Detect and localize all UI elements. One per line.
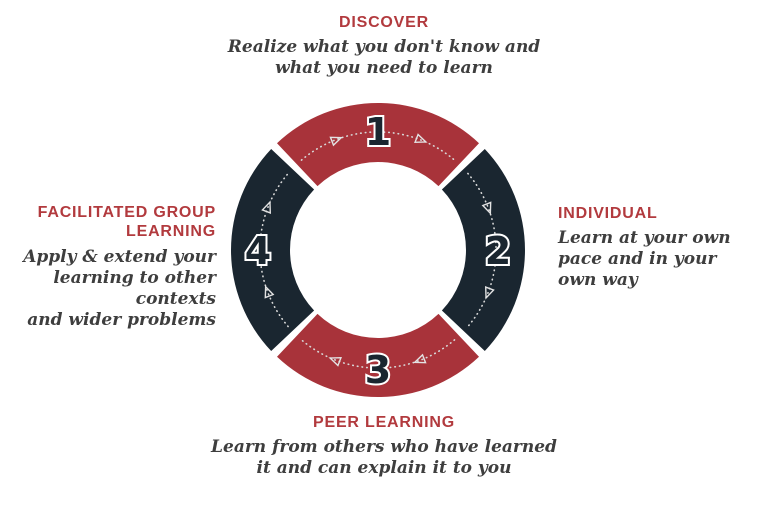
segment-number-3: 3	[365, 348, 391, 392]
arrow-icon	[329, 136, 343, 147]
discover-title: DISCOVER	[339, 14, 429, 31]
description-line: Apply & extend your	[23, 247, 216, 267]
peer-learning-title: PEER LEARNING	[313, 414, 455, 431]
individual-description: Learn at your own pace and in your own w…	[558, 228, 768, 291]
arrow-icon	[328, 356, 342, 367]
discover-label: DISCOVER Realize what you don't know and…	[0, 13, 768, 79]
segment-number-2: 2	[485, 229, 511, 273]
title-line: FACILITATED GROUP	[37, 204, 216, 221]
description-line: Learn at your own	[558, 228, 731, 248]
arrow-icon	[261, 200, 272, 214]
peer-learning-description: Learn from others who have learned it an…	[0, 437, 768, 479]
peer-learning-label: PEER LEARNING Learn from others who have…	[0, 413, 768, 479]
arrow-icon	[481, 201, 492, 215]
cycle-ring: 1 2 3 4	[231, 103, 525, 397]
individual-label: INDIVIDUAL Learn at your own pace and in…	[558, 204, 768, 291]
description-line: own way	[558, 270, 638, 290]
description-line: and wider problems	[27, 310, 216, 330]
segment-peer-learning	[277, 313, 479, 397]
description-line: Learn from others who have learned	[211, 437, 557, 457]
segment-number-4: 4	[245, 229, 271, 273]
arrow-icon	[264, 285, 275, 299]
arrow-icon	[413, 353, 427, 364]
discover-description: Realize what you don't know and what you…	[0, 37, 768, 79]
individual-title: INDIVIDUAL	[558, 205, 658, 222]
segment-facilitated-group-learning	[231, 149, 315, 351]
description-line: learning to other contexts	[53, 268, 216, 309]
facilitated-group-learning-label: FACILITATED GROUP LEARNING Apply & exten…	[10, 203, 216, 331]
description-line: what you need to learn	[275, 58, 493, 78]
facilitated-group-learning-description: Apply & extend your learning to other co…	[10, 247, 216, 331]
description-line: pace and in your	[558, 249, 717, 269]
description-line: it and can explain it to you	[256, 458, 512, 478]
description-line: Realize what you don't know and	[227, 37, 541, 57]
arrow-icon	[484, 286, 495, 300]
segment-individual	[441, 149, 525, 351]
arrow-icon	[414, 133, 428, 144]
segment-number-1: 1	[365, 110, 391, 154]
facilitated-group-learning-title: FACILITATED GROUP LEARNING	[10, 203, 216, 241]
title-line: LEARNING	[126, 223, 216, 240]
segment-discover	[277, 103, 479, 187]
